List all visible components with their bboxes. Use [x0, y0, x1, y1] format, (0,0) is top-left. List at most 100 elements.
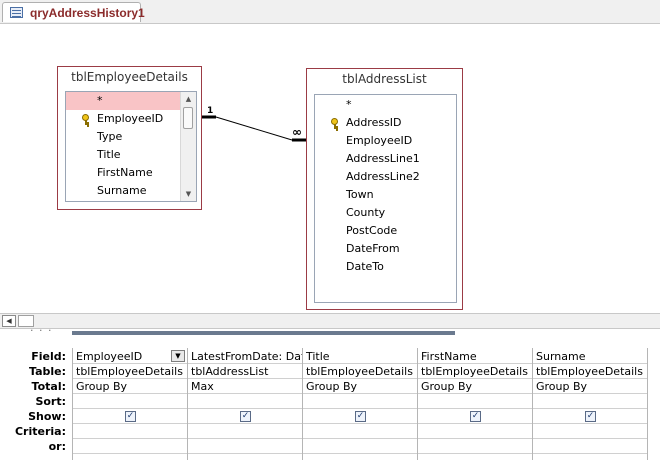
grid-resize-handle[interactable]: · · ·	[30, 324, 53, 337]
field-list-scrollbar[interactable]: ▲ ▼	[180, 92, 196, 201]
grid-cell-field[interactable]: FirstName	[418, 349, 532, 364]
grid-cell-show[interactable]: ✓	[188, 409, 302, 424]
field-item-addressline1[interactable]: AddressLine1	[315, 150, 456, 168]
design-pane-hscrollbar[interactable]: ◀	[0, 313, 660, 329]
grid-cell-or[interactable]	[188, 439, 302, 454]
scroll-up-icon[interactable]: ▲	[185, 95, 192, 103]
grid-cell-criteria[interactable]	[418, 424, 532, 439]
field-label: FirstName	[97, 166, 153, 179]
many-side-label: ∞	[292, 125, 302, 139]
grid-cell-total[interactable]: Max	[188, 379, 302, 394]
row-label-or: or:	[48, 440, 66, 453]
field-item-type[interactable]: Type	[66, 128, 196, 146]
grid-cell-total[interactable]: Group By	[303, 379, 417, 394]
grid-cell-total[interactable]: Group By	[73, 379, 187, 394]
scroll-down-icon[interactable]: ▼	[185, 190, 192, 198]
grid-cell-sort[interactable]	[188, 394, 302, 409]
grid-cell-table[interactable]: tblEmployeeDetails	[533, 364, 647, 379]
grid-cell-or[interactable]	[73, 439, 187, 454]
field-item-title[interactable]: Title	[66, 146, 196, 164]
field-label: Title	[97, 148, 121, 161]
show-checkbox[interactable]: ✓	[355, 411, 366, 422]
grid-cell-sort[interactable]	[73, 394, 187, 409]
grid-cell-show[interactable]: ✓	[303, 409, 417, 424]
grid-cell-field[interactable]: EmployeeID ▼	[73, 349, 187, 364]
grid-cell-show[interactable]: ✓	[533, 409, 647, 424]
grid-cell-or[interactable]	[303, 439, 417, 454]
field-label: Surname	[97, 184, 147, 197]
grid-cell-total[interactable]: Group By	[418, 379, 532, 394]
show-checkbox[interactable]: ✓	[125, 411, 136, 422]
primary-key-icon	[331, 118, 338, 129]
field-item-county[interactable]: County	[315, 204, 456, 222]
scroll-left-icon[interactable]: ◀	[2, 315, 16, 327]
grid-cell-sort[interactable]	[418, 394, 532, 409]
field-list[interactable]: * AddressID EmployeeID AddressLine1 Addr…	[314, 94, 457, 303]
grid-cell-criteria[interactable]	[188, 424, 302, 439]
grid-cell-text: EmployeeID	[76, 350, 143, 363]
field-item-employeeid[interactable]: EmployeeID	[66, 110, 196, 128]
grid-cell-table[interactable]: tblEmployeeDetails	[303, 364, 417, 379]
row-label-field: Field:	[31, 350, 66, 363]
query-tab[interactable]: qryAddressHistory1	[2, 2, 145, 22]
field-dropdown-icon[interactable]: ▼	[171, 350, 185, 362]
query-design-grid[interactable]: · · · Field: Table: Total: Sort: Show: C…	[0, 324, 660, 460]
field-item-employeeid[interactable]: EmployeeID	[315, 132, 456, 150]
grid-cell-criteria[interactable]	[73, 424, 187, 439]
show-checkbox[interactable]: ✓	[585, 411, 596, 422]
grid-cell-show[interactable]: ✓	[418, 409, 532, 424]
grid-cell-sort[interactable]	[533, 394, 647, 409]
grid-cell-field[interactable]: LatestFromDate: DateFrom	[188, 349, 302, 364]
grid-column[interactable]: LatestFromDate: DateFromtblAddressListMa…	[187, 348, 302, 460]
grid-cell-sort[interactable]	[303, 394, 417, 409]
field-label: Type	[97, 130, 123, 143]
field-item-all[interactable]: *	[66, 92, 196, 110]
field-item-datefrom[interactable]: DateFrom	[315, 240, 456, 258]
grid-cell-table[interactable]: tblAddressList	[188, 364, 302, 379]
field-item-surname[interactable]: Surname	[66, 182, 196, 200]
scroll-thumb[interactable]	[183, 107, 193, 129]
grid-cell-criteria[interactable]	[303, 424, 417, 439]
field-item-addressline2[interactable]: AddressLine2	[315, 168, 456, 186]
field-item-town[interactable]: Town	[315, 186, 456, 204]
grid-cell-or[interactable]	[533, 439, 647, 454]
grid-cell-text: Surname	[536, 350, 586, 363]
row-label-show: Show:	[28, 410, 66, 423]
field-item-firstname[interactable]: FirstName	[66, 164, 196, 182]
grid-cell-criteria[interactable]	[533, 424, 647, 439]
grid-cell-table[interactable]: tblEmployeeDetails	[418, 364, 532, 379]
grid-cell-field[interactable]: Title	[303, 349, 417, 364]
grid-cell-text: tblEmployeeDetails	[76, 365, 183, 378]
show-checkbox[interactable]: ✓	[470, 411, 481, 422]
field-label: EmployeeID	[97, 112, 164, 125]
field-label: EmployeeID	[346, 134, 413, 147]
grid-cell-text: Group By	[536, 380, 588, 393]
grid-cell-show[interactable]: ✓	[73, 409, 187, 424]
table-title: tblEmployeeDetails	[71, 70, 188, 84]
table-employee-details[interactable]: tblEmployeeDetails * EmployeeID Type Tit…	[57, 66, 202, 210]
scroll-track[interactable]	[18, 315, 34, 327]
grid-cell-total[interactable]: Group By	[533, 379, 647, 394]
field-item-addressid[interactable]: AddressID	[315, 114, 456, 132]
row-label-total: Total:	[31, 380, 66, 393]
grid-cell-table[interactable]: tblEmployeeDetails	[73, 364, 187, 379]
grid-cell-text: Group By	[76, 380, 128, 393]
grid-cell-field[interactable]: Surname	[533, 349, 647, 364]
field-item-all[interactable]: *	[315, 96, 456, 114]
relationship-join-line[interactable]: 1 ∞	[0, 24, 660, 313]
table-address-list[interactable]: tblAddressList * AddressID EmployeeID Ad…	[306, 68, 463, 310]
grid-cell-text: Group By	[421, 380, 473, 393]
grid-cell-or[interactable]	[418, 439, 532, 454]
grid-cell-text: Title	[306, 350, 330, 363]
query-design-pane[interactable]: 1 ∞ tblEmployeeDetails * EmployeeID Type…	[0, 24, 660, 313]
show-checkbox[interactable]: ✓	[240, 411, 251, 422]
field-list[interactable]: * EmployeeID Type Title FirstName Surnam…	[65, 91, 197, 202]
grid-column-selector-bar[interactable]	[72, 331, 455, 335]
grid-column-empty[interactable]	[647, 348, 660, 460]
field-item-dateto[interactable]: DateTo	[315, 258, 456, 276]
field-item-postcode[interactable]: PostCode	[315, 222, 456, 240]
